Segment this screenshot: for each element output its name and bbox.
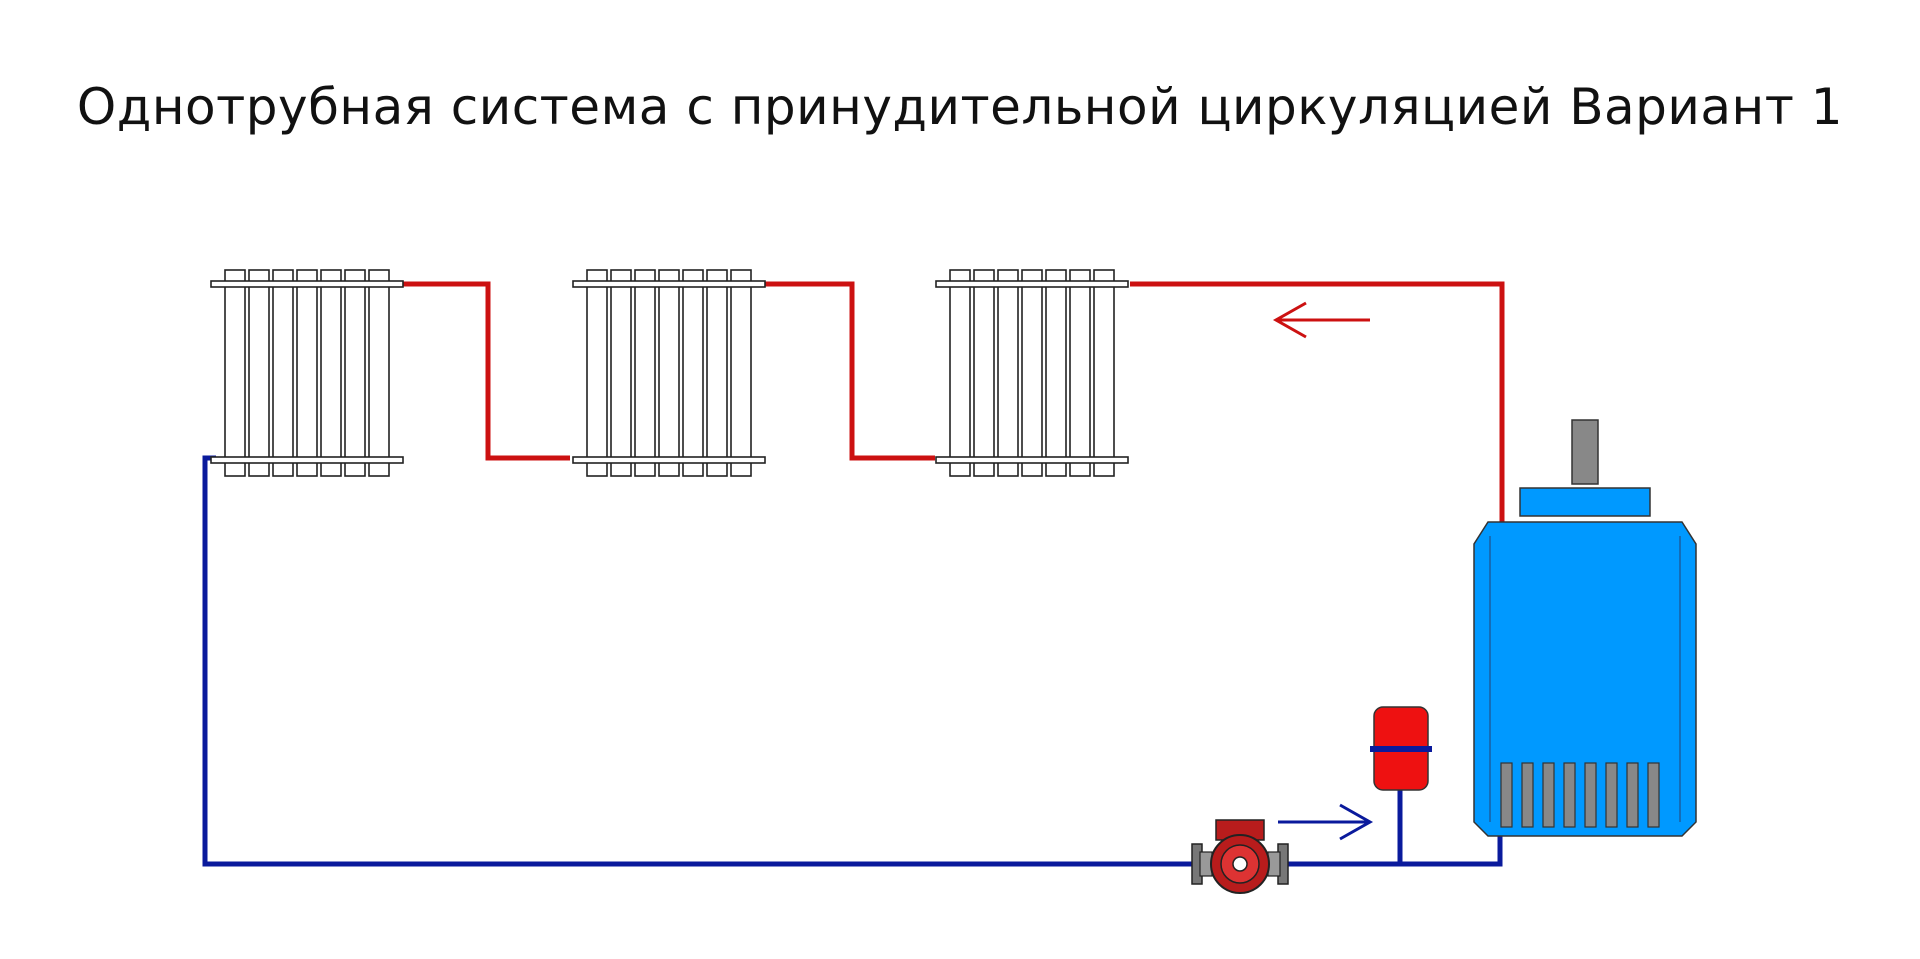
radiator-2: [572, 269, 766, 477]
supply-flow-arrow: [1272, 301, 1370, 339]
return-flow-arrow: [1278, 803, 1374, 841]
radiator-3: [935, 269, 1129, 477]
expansion-tank-icon: [1370, 706, 1432, 791]
supply-pipe: [400, 281, 1505, 524]
boiler-icon: [1473, 419, 1697, 837]
circulation-pump-icon: [1191, 819, 1289, 894]
diagram-title: Однотрубная система с принудительной цир…: [76, 78, 1844, 136]
radiator-1: [210, 269, 404, 477]
return-pipe: [202, 455, 1503, 867]
